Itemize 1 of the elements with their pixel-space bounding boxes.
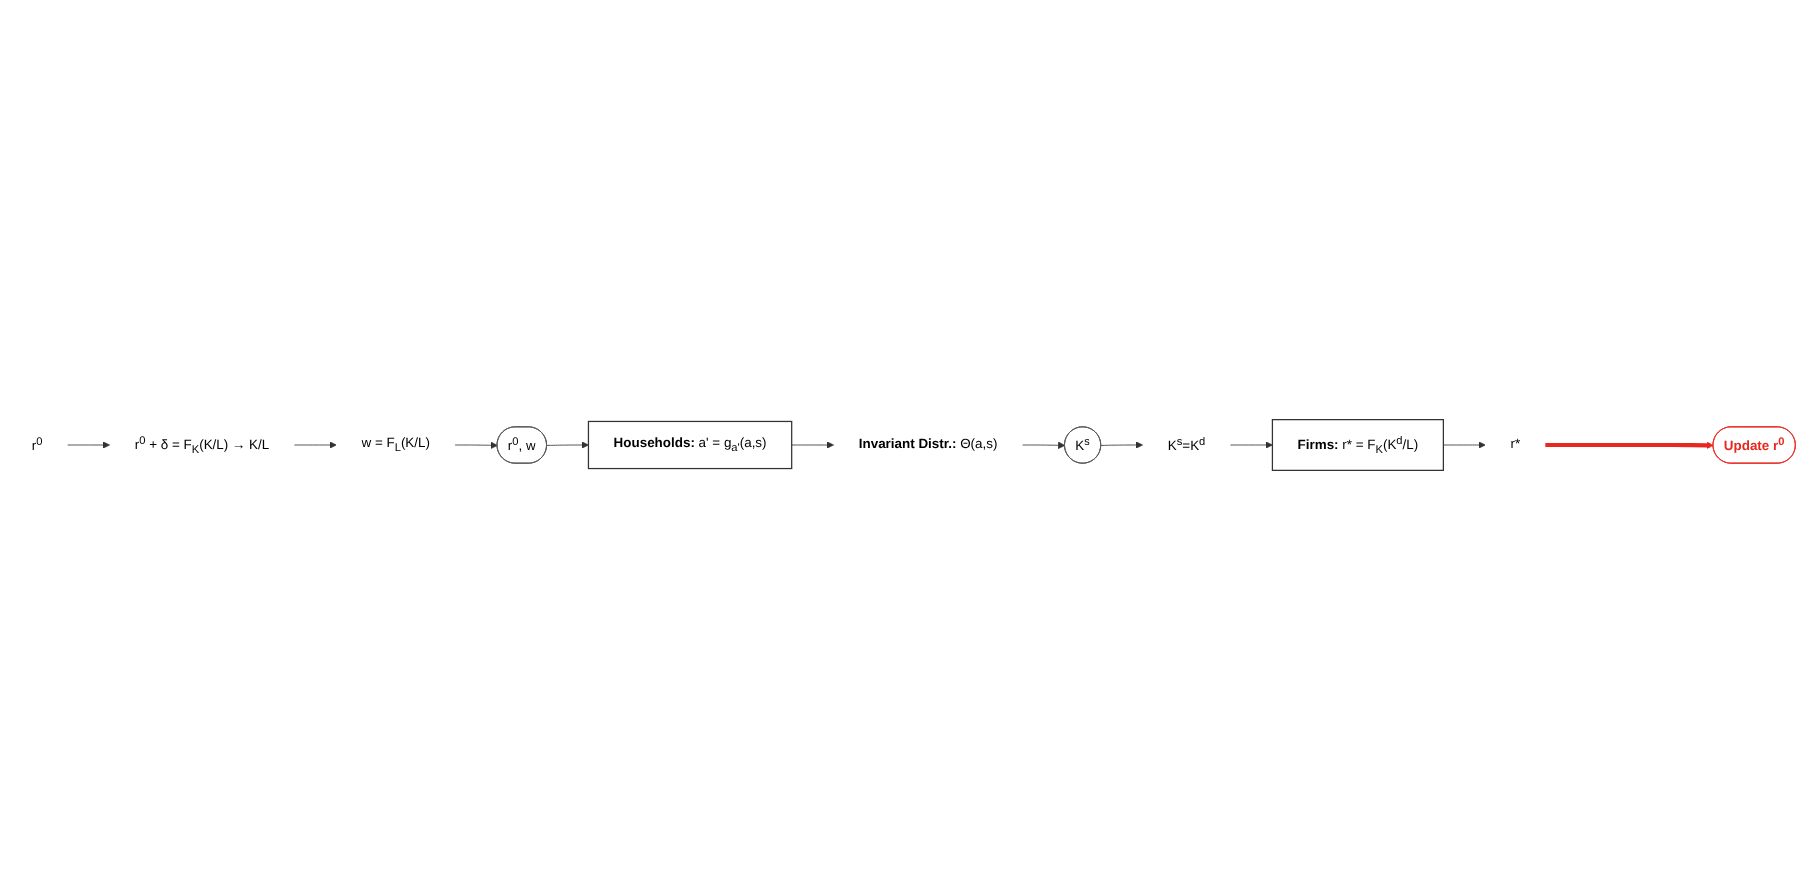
arrow (1545, 441, 1714, 449)
